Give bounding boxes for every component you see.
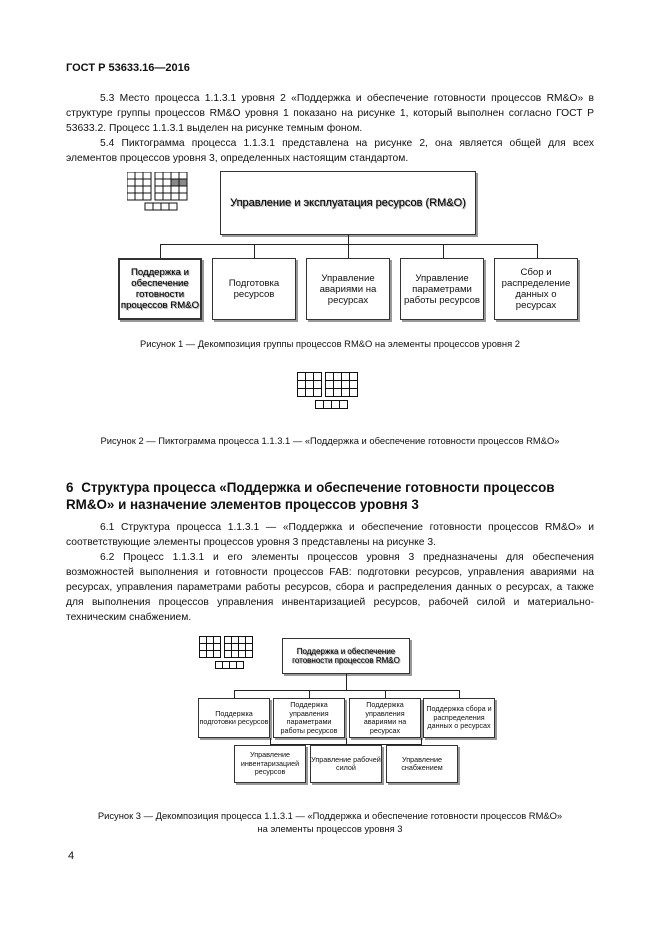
fig3-box-inventory-management: Управление инвентаризацией ресурсов — [234, 745, 306, 783]
fig1-box-performance-management: Управление параметрами работы ресурсов — [400, 258, 484, 320]
figure-1-caption: Рисунок 1 — Декомпозиция группы процессо… — [140, 338, 520, 349]
section6-text: 6.1 Структура процесса 1.1.3.1 — «Поддер… — [66, 520, 594, 625]
figure-2-caption: Рисунок 2 — Пиктограмма процесса 1.1.3.1… — [100, 435, 560, 446]
figure-3-caption-line2: на элементы процессов уровня 3 — [257, 823, 403, 834]
connector — [309, 690, 310, 698]
fig1-box-resource-provisioning: Подготовка ресурсов — [212, 258, 296, 320]
connector — [270, 744, 422, 745]
fig3-box-trouble-support: Поддержка управления авариями на ресурса… — [349, 698, 421, 738]
connector — [348, 235, 349, 244]
process-pictogram-icon — [127, 172, 188, 211]
paragraph-5-3: 5.3 Место процесса 1.1.3.1 уровня 2 «Под… — [66, 93, 594, 134]
fig1-top-box-label: Управление и эксплуатация ресурсов (RM&O… — [230, 196, 466, 209]
fig3-box-supply-management: Управление снабжением — [386, 745, 458, 783]
fig3-box-performance-support: Поддержка управления параметрами работы … — [273, 698, 345, 738]
connector — [537, 244, 538, 258]
paragraph-5-4: 5.4 Пиктограмма процесса 1.1.3.1 предста… — [66, 138, 594, 164]
fig3-box-provisioning-support: Поддержка подготовки ресурсов — [198, 698, 270, 738]
section5-text: 5.3 Место процесса 1.1.3.1 уровня 2 «Под… — [66, 91, 594, 166]
connector — [234, 690, 460, 691]
paragraph-6-2: 6.2 Процесс 1.1.3.1 и его элементы проце… — [66, 552, 594, 623]
process-pictogram-icon — [199, 636, 253, 669]
connector — [234, 690, 235, 698]
section-6-heading: 6 Структура процесса «Поддержка и обеспе… — [66, 479, 606, 513]
connector — [254, 244, 255, 258]
fig1-top-box: Управление и эксплуатация ресурсов (RM&O… — [220, 171, 476, 235]
fig3-box-workforce-management: Управление рабочей силой — [310, 745, 382, 783]
connector — [160, 244, 538, 245]
connector — [346, 674, 347, 690]
paragraph-6-1: 6.1 Структура процесса 1.1.3.1 — «Поддер… — [66, 522, 594, 548]
page-number: 4 — [68, 850, 75, 862]
section-number: 6 — [66, 480, 74, 495]
connector — [160, 244, 161, 258]
section-title: Структура процесса «Поддержка и обеспече… — [66, 480, 555, 512]
connector — [348, 244, 349, 258]
document-header: ГОСТ Р 53633.16—2016 — [66, 62, 190, 74]
process-pictogram-icon — [297, 372, 358, 409]
connector — [443, 244, 444, 258]
connector — [385, 690, 386, 698]
connector — [270, 738, 271, 744]
fig1-box-support-readiness: Поддержка и обеспечение готовности проце… — [118, 258, 202, 320]
fig3-top-box: Поддержка и обеспечение готовности проце… — [282, 638, 410, 674]
connector — [459, 690, 460, 698]
fig3-box-data-collection-support: Поддержка сбора и распределения данных о… — [423, 698, 495, 738]
connector — [346, 738, 347, 744]
fig1-box-trouble-management: Управление авариями на ресурсах — [306, 258, 390, 320]
connector — [421, 738, 422, 744]
fig1-box-data-collection: Сбор и распределение данных о ресурсах — [494, 258, 578, 320]
figure-3-caption-line1: Рисунок 3 — Декомпозиция процесса 1.1.3.… — [97, 810, 563, 821]
figure-3-caption: Рисунок 3 — Декомпозиция процесса 1.1.3.… — [66, 809, 594, 835]
